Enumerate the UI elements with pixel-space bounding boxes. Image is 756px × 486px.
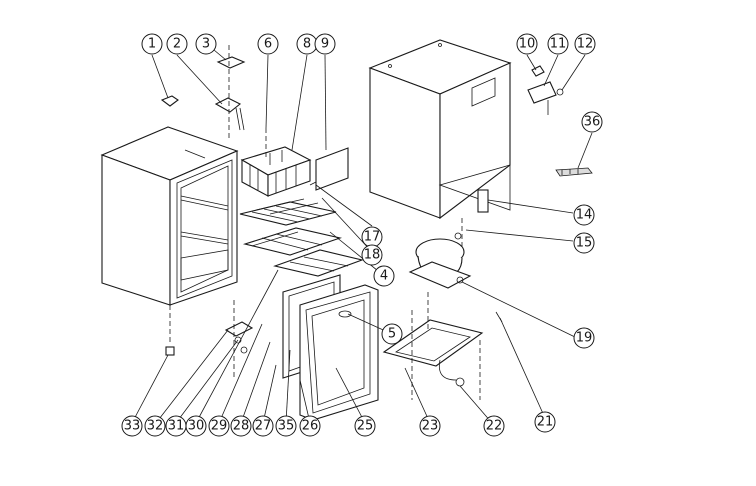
callout-3-label: 3 [202,37,210,52]
callout-22: 22 [483,415,505,437]
callout-36: 36 [581,111,603,133]
callout-23: 23 [419,415,441,437]
callout-18: 18 [361,244,383,266]
callout-36-label: 36 [584,115,601,130]
part-36-strip [555,167,593,177]
crisper-cover [273,249,364,277]
callout-9-label: 9 [321,37,329,52]
callout-12: 12 [574,33,596,55]
leader-lines [131,49,593,424]
callout-labels: 1 2 3 6 8 9 10 11 12 36 14 15 17 18 4 5 … [121,33,603,437]
callout-19: 19 [573,327,595,349]
evaporator-assembly [240,146,312,197]
freezer-door [309,147,349,191]
callout-5: 5 [381,323,403,345]
callout-4: 4 [373,265,395,287]
callout-21: 21 [534,411,556,433]
part-12-screw [556,88,564,96]
callout-15: 15 [573,232,595,254]
callout-26-label: 26 [302,419,319,434]
compressor [408,238,472,289]
callout-21-label: 21 [537,415,554,430]
callout-5-label: 5 [388,327,396,342]
callout-1: 1 [141,33,163,55]
callout-30: 30 [185,415,207,437]
callout-25-label: 25 [357,419,374,434]
glass-shelf [242,227,343,256]
part-2-hinge [214,97,245,131]
callout-23-label: 23 [422,419,439,434]
callout-2-label: 2 [173,37,181,52]
callout-11-label: 11 [550,37,567,52]
callout-17-label: 17 [364,230,381,245]
callout-17: 17 [361,226,383,248]
cabinet-body [100,126,239,306]
callout-32: 32 [144,415,166,437]
callout-33-label: 33 [124,419,141,434]
callout-6: 6 [257,33,279,55]
callout-22-label: 22 [486,419,503,434]
callout-10-label: 10 [519,37,536,52]
bottom-hinge [224,321,254,354]
callout-27-label: 27 [255,419,272,434]
callout-9: 9 [314,33,336,55]
callout-35: 35 [275,415,297,437]
thermostat-bracket [527,81,557,115]
callout-10: 10 [516,33,538,55]
wire-shelf-upper [239,198,337,226]
outer-casing [368,39,512,220]
main-door [299,284,379,421]
part-1-bracket [160,95,179,107]
callout-29-label: 29 [211,419,228,434]
callout-31-label: 31 [168,419,185,434]
callout-8-label: 8 [303,37,311,52]
callout-14-label: 14 [576,208,593,223]
callout-18-label: 18 [364,248,381,263]
callout-8: 8 [296,33,318,55]
callout-15-label: 15 [576,236,593,251]
callout-33: 33 [121,415,143,437]
callout-29: 29 [208,415,230,437]
callout-3: 3 [195,33,217,55]
callout-1-label: 1 [148,37,156,52]
callout-19-label: 19 [576,331,593,346]
callout-30-label: 30 [188,419,205,434]
callout-25: 25 [354,415,376,437]
callout-35-label: 35 [278,419,295,434]
compressor-base-plate [382,319,484,387]
callout-6-label: 6 [264,37,272,52]
callout-2: 2 [166,33,188,55]
callout-28: 28 [230,415,252,437]
part-33-foot [165,346,175,356]
callout-12-label: 12 [577,37,594,52]
callout-11: 11 [547,33,569,55]
callout-14: 14 [573,204,595,226]
part-10-knob [531,65,545,77]
callout-28-label: 28 [233,419,250,434]
callout-27: 27 [252,415,274,437]
part-14-plate [477,189,489,213]
callout-4-label: 4 [380,269,388,284]
callout-26: 26 [299,415,321,437]
callout-32-label: 32 [147,419,164,434]
part-3-cap [216,56,246,69]
callout-31: 31 [165,415,187,437]
